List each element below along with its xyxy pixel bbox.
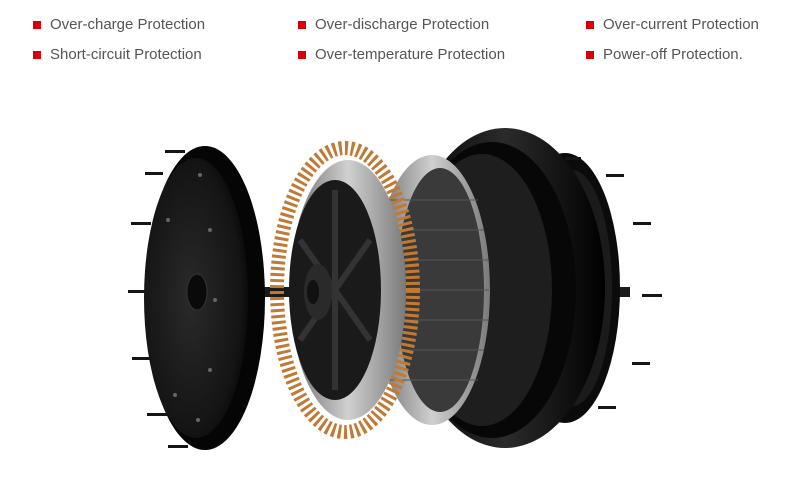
stator	[270, 141, 420, 439]
feature-label: Over-discharge Protection	[315, 16, 490, 33]
screw-bolts	[128, 150, 662, 448]
feature-label: Over-current Protection	[603, 16, 759, 33]
feature-label: Over-charge Protection	[50, 16, 206, 33]
feature-item: Over-temperature Protection	[298, 46, 505, 63]
protection-features-list: Over-charge Protection Over-discharge Pr…	[0, 0, 800, 80]
feature-item: Short-circuit Protection	[33, 46, 202, 63]
feature-item: Over-current Protection	[586, 16, 759, 33]
feature-label: Short-circuit Protection	[50, 46, 202, 63]
feature-label: Power-off Protection.	[603, 46, 743, 63]
feature-item: Over-discharge Protection	[298, 16, 489, 33]
exploded-hub-motor-icon	[128, 128, 662, 450]
feature-item: Over-charge Protection	[33, 16, 205, 33]
bullet-icon	[586, 50, 594, 59]
bullet-icon	[586, 20, 594, 29]
bullet-icon	[298, 20, 306, 29]
bullet-icon	[33, 50, 41, 59]
bullet-icon	[298, 50, 306, 59]
feature-label: Over-temperature Protection	[315, 46, 506, 63]
bullet-icon	[33, 20, 41, 29]
side-cover	[144, 146, 265, 450]
feature-item: Power-off Protection.	[586, 46, 743, 63]
